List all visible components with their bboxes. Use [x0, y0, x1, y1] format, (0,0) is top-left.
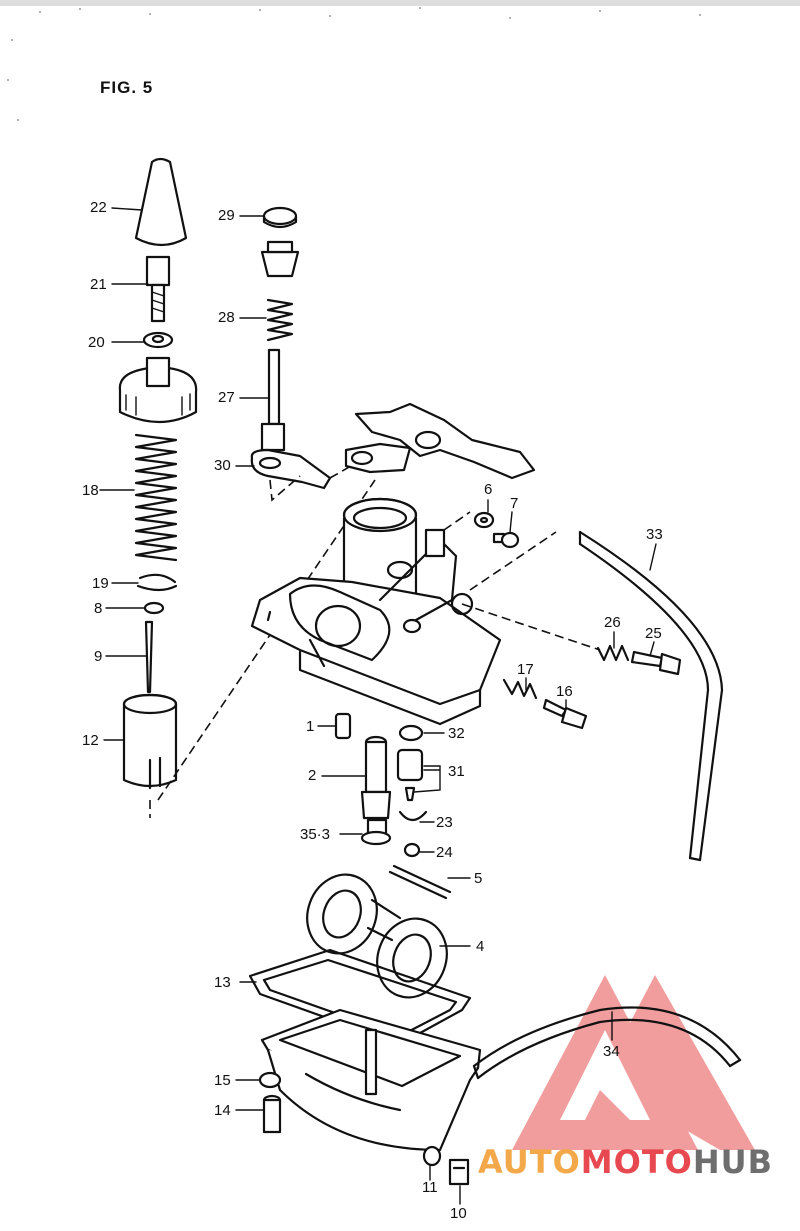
- label-21: 21: [90, 276, 107, 293]
- part-14-screw: [262, 1094, 282, 1134]
- part-25-screw: [630, 650, 682, 676]
- label-15: 15: [214, 1072, 231, 1089]
- part-11-washer: [422, 1145, 442, 1167]
- part-float-bowl: [260, 1008, 482, 1152]
- label-31: 31: [448, 763, 465, 780]
- part-22-cap: [134, 157, 188, 247]
- label-5: 5: [474, 870, 483, 887]
- part-top-cap: [118, 356, 198, 424]
- part-33-hose: [578, 530, 724, 862]
- watermark-hub: HUB: [692, 1143, 774, 1181]
- part-32-oring: [398, 724, 424, 742]
- label-34: 34: [603, 1043, 620, 1060]
- label-32: 32: [448, 725, 465, 742]
- part-4-float: [306, 873, 448, 999]
- label-30: 30: [214, 457, 231, 474]
- watermark-moto: MOTO: [580, 1143, 693, 1181]
- label-28: 28: [218, 309, 235, 326]
- part-23-clip: [398, 810, 428, 822]
- part-31-float-valve: [396, 748, 424, 802]
- part-20-nut: [142, 331, 174, 349]
- label-29: 29: [218, 207, 235, 224]
- label-4: 4: [476, 938, 485, 955]
- label-20: 20: [88, 334, 105, 351]
- part-2-needle-jet: [360, 735, 392, 820]
- part-28-screw: [260, 240, 300, 342]
- label-18: 18: [82, 482, 99, 499]
- leader-lines: [99, 207, 657, 1205]
- part-7-screw: [492, 531, 520, 549]
- part-6-washer: [473, 511, 495, 529]
- part-9-needle: [144, 620, 154, 694]
- label-9: 9: [94, 648, 103, 665]
- watermark-text: AUTOMOTOHUB: [478, 1146, 773, 1178]
- watermark-auto: AUTO: [478, 1143, 581, 1181]
- label-10: 10: [450, 1205, 467, 1222]
- part-19-clip: [136, 573, 178, 592]
- label-16: 16: [556, 683, 573, 700]
- label-26: 26: [604, 614, 621, 631]
- label-2: 2: [308, 767, 317, 784]
- label-6: 6: [484, 481, 493, 498]
- part-21-adjuster: [145, 255, 171, 323]
- scan-noise: [0, 0, 800, 121]
- part-12-slide: [122, 693, 178, 790]
- part-27-plunger: [260, 348, 286, 452]
- label-25: 25: [645, 625, 662, 642]
- label-27: 27: [218, 389, 235, 406]
- label-7: 7: [510, 495, 519, 512]
- label-24: 24: [436, 844, 453, 861]
- part-13-gasket: [248, 948, 472, 1046]
- label-23: 23: [436, 814, 453, 831]
- part-26-spring: [596, 644, 630, 662]
- part-5-pin: [388, 864, 452, 900]
- label-33: 33: [646, 526, 663, 543]
- leader-12: [149, 479, 376, 818]
- label-1: 1: [306, 718, 315, 735]
- part-24-screw: [403, 842, 421, 858]
- label-14: 14: [214, 1102, 231, 1119]
- part-16-screw: [542, 698, 588, 730]
- part-lever: [344, 402, 536, 480]
- part-carb-body: [250, 497, 601, 726]
- part-30-bracket: [250, 448, 371, 502]
- label-22: 22: [90, 199, 107, 216]
- label-19: 19: [92, 575, 109, 592]
- label-8: 8: [94, 600, 103, 617]
- figure-title: FIG. 5: [100, 78, 154, 97]
- part-1-jet: [334, 712, 352, 740]
- part-35-3-jet: [360, 818, 392, 846]
- label-13: 13: [214, 974, 231, 991]
- part-8-clip: [143, 601, 165, 615]
- label-17: 17: [517, 661, 534, 678]
- part-10-plug: [448, 1158, 470, 1186]
- label-35-3: 35·3: [300, 826, 331, 843]
- part-15-washer: [258, 1071, 282, 1089]
- part-18-spring: [134, 433, 178, 562]
- part-17-spring: [502, 678, 538, 700]
- label-12: 12: [82, 732, 99, 749]
- watermark-logo: [512, 975, 755, 1150]
- label-11: 11: [422, 1179, 438, 1196]
- part-29-cap: [262, 206, 298, 229]
- part-34-tube: [472, 1006, 742, 1080]
